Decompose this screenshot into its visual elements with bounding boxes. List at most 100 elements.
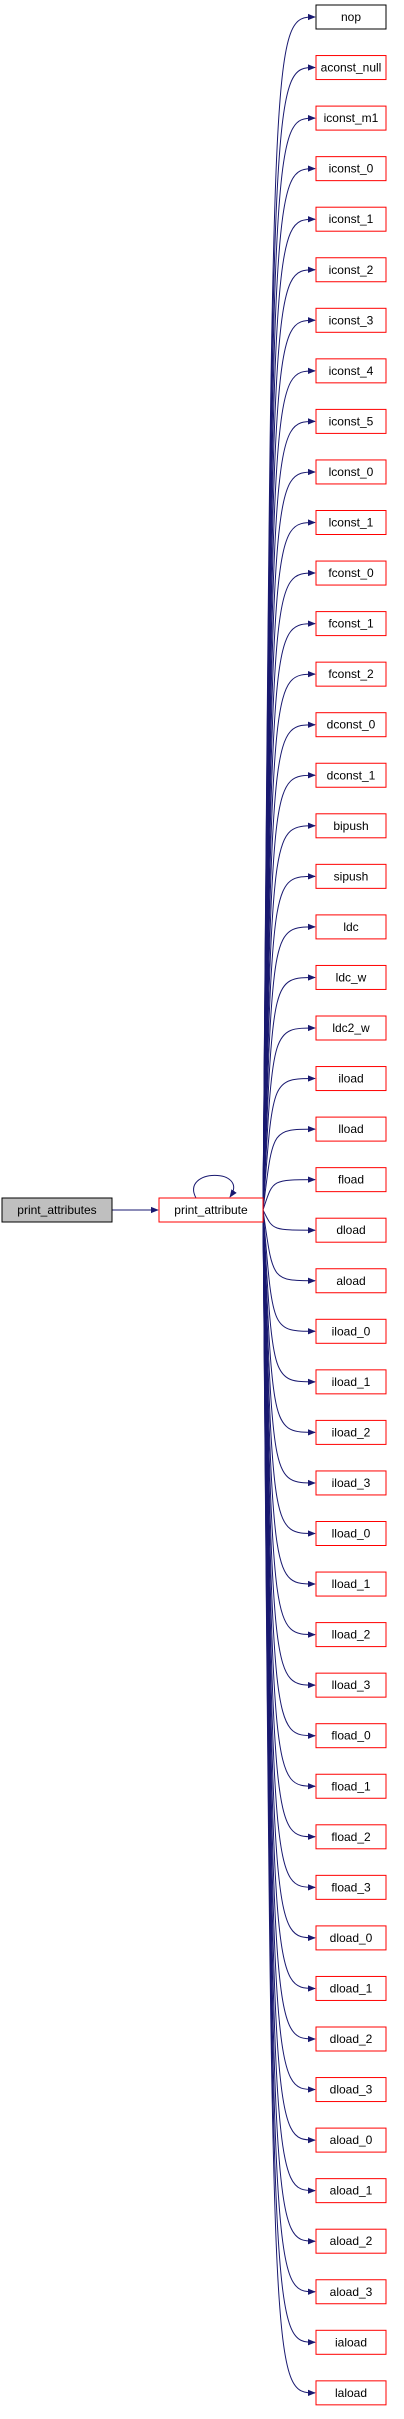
node-label: lload (338, 1122, 363, 1136)
node-aload-3[interactable]: aload_3 (315, 2279, 387, 2305)
node-dload-0[interactable]: dload_0 (315, 1925, 387, 1951)
node-box (315, 2178, 387, 2204)
node-print-attribute[interactable]: print_attribute (158, 1197, 264, 1223)
node-label: fconst_0 (328, 566, 374, 580)
node-iconst-m1[interactable]: iconst_m1 (315, 105, 387, 131)
node-box (315, 1015, 387, 1041)
node-nop[interactable]: nop (315, 4, 387, 30)
node-lconst-1[interactable]: lconst_1 (315, 510, 387, 535)
node-label: dload (336, 1223, 365, 1237)
node-ldc[interactable]: ldc (315, 914, 387, 940)
edge-to-dload (262, 1209, 316, 1234)
node-print-attributes[interactable]: print_attributes (1, 1197, 113, 1223)
edge-to-dconst-1 (262, 772, 316, 1211)
node-iconst-0[interactable]: iconst_0 (315, 156, 387, 182)
node-fload-1[interactable]: fload_1 (315, 1773, 387, 1799)
node-fconst-0[interactable]: fconst_0 (315, 560, 387, 586)
node-box (315, 1318, 387, 1344)
node-box (158, 1197, 264, 1223)
node-lload-1[interactable]: lload_1 (315, 1571, 387, 1597)
node-dload-3[interactable]: dload_3 (315, 2077, 387, 2103)
node-iconst-5[interactable]: iconst_5 (315, 408, 387, 434)
node-dconst-1[interactable]: dconst_1 (315, 762, 387, 788)
node-laload[interactable]: laload (315, 2380, 387, 2406)
node-label: bipush (333, 819, 368, 833)
node-label: iload_3 (332, 1476, 371, 1490)
node-box (315, 1369, 387, 1395)
edges-layer (112, 13, 316, 2397)
node-fconst-2[interactable]: fconst_2 (315, 661, 387, 687)
node-aconst-null[interactable]: aconst_null (315, 55, 387, 81)
node-dconst-0[interactable]: dconst_0 (315, 712, 387, 738)
node-box (315, 2380, 387, 2406)
node-box (315, 560, 387, 586)
node-dload[interactable]: dload (315, 1217, 387, 1243)
node-lload-0[interactable]: lload_0 (315, 1521, 387, 1546)
node-label: fconst_1 (328, 617, 374, 631)
node-iload[interactable]: iload (315, 1066, 387, 1092)
node-iload-1[interactable]: iload_1 (315, 1369, 387, 1395)
node-fconst-1[interactable]: fconst_1 (315, 611, 387, 637)
node-lload-2[interactable]: lload_2 (315, 1622, 387, 1648)
node-box (315, 408, 387, 434)
node-box (315, 964, 387, 990)
edge-to-iload-3 (262, 1209, 316, 1487)
node-label: aload_1 (330, 2184, 373, 2198)
node-label: print_attributes (17, 1203, 96, 1217)
node-label: iconst_1 (329, 212, 374, 226)
node-fload-3[interactable]: fload_3 (315, 1874, 387, 1900)
node-label: dload_0 (330, 1931, 373, 1945)
node-lload-3[interactable]: lload_3 (315, 1672, 387, 1698)
node-box (315, 762, 387, 788)
node-aload-2[interactable]: aload_2 (315, 2228, 387, 2254)
node-lload[interactable]: lload (315, 1116, 387, 1142)
node-label: iconst_m1 (324, 111, 379, 125)
node-fload[interactable]: fload (315, 1167, 387, 1193)
node-box (315, 1571, 387, 1597)
node-box (315, 2127, 387, 2153)
node-iload-3[interactable]: iload_3 (315, 1470, 387, 1496)
node-ldc-w[interactable]: ldc_w (315, 964, 387, 990)
node-box (315, 863, 387, 889)
edge-to-iload-0 (262, 1209, 316, 1335)
node-box (1, 1197, 113, 1223)
node-iconst-3[interactable]: iconst_3 (315, 307, 387, 333)
node-sipush[interactable]: sipush (315, 863, 387, 889)
edge-to-iload (262, 1075, 316, 1211)
node-fload-2[interactable]: fload_2 (315, 1824, 387, 1850)
node-ldc2-w[interactable]: ldc2_w (315, 1015, 387, 1041)
node-label: iconst_2 (329, 263, 374, 277)
node-fload-0[interactable]: fload_0 (315, 1723, 387, 1749)
node-label: iconst_5 (329, 414, 374, 428)
node-box (315, 1975, 387, 2001)
node-iconst-4[interactable]: iconst_4 (315, 358, 387, 384)
node-iconst-1[interactable]: iconst_1 (315, 206, 387, 232)
node-aload-1[interactable]: aload_1 (315, 2178, 387, 2204)
node-box (315, 1419, 387, 1445)
node-aload-0[interactable]: aload_0 (315, 2127, 387, 2153)
node-label: aload_3 (330, 2285, 373, 2299)
node-label: fload_2 (331, 1830, 371, 1844)
node-iaload[interactable]: iaload (315, 2329, 387, 2355)
node-label: fload_3 (331, 1880, 371, 1894)
node-label: iload (338, 1072, 363, 1086)
node-label: iconst_4 (329, 364, 374, 378)
node-iload-0[interactable]: iload_0 (315, 1318, 387, 1344)
node-box (315, 1723, 387, 1749)
node-lconst-0[interactable]: lconst_0 (315, 459, 387, 485)
node-bipush[interactable]: bipush (315, 813, 387, 839)
node-dload-2[interactable]: dload_2 (315, 2026, 387, 2052)
node-iload-2[interactable]: iload_2 (315, 1419, 387, 1445)
node-box (315, 307, 387, 333)
node-box (315, 257, 387, 283)
edge-to-iload-1 (262, 1209, 316, 1386)
node-iconst-2[interactable]: iconst_2 (315, 257, 387, 283)
node-box (315, 2026, 387, 2052)
node-box (315, 55, 387, 81)
node-dload-1[interactable]: dload_1 (315, 1975, 387, 2001)
edge-to-aload (262, 1209, 316, 1284)
edge-to-ldc2-w (262, 1024, 316, 1211)
node-aload[interactable]: aload (315, 1268, 387, 1294)
node-box (315, 1521, 387, 1546)
